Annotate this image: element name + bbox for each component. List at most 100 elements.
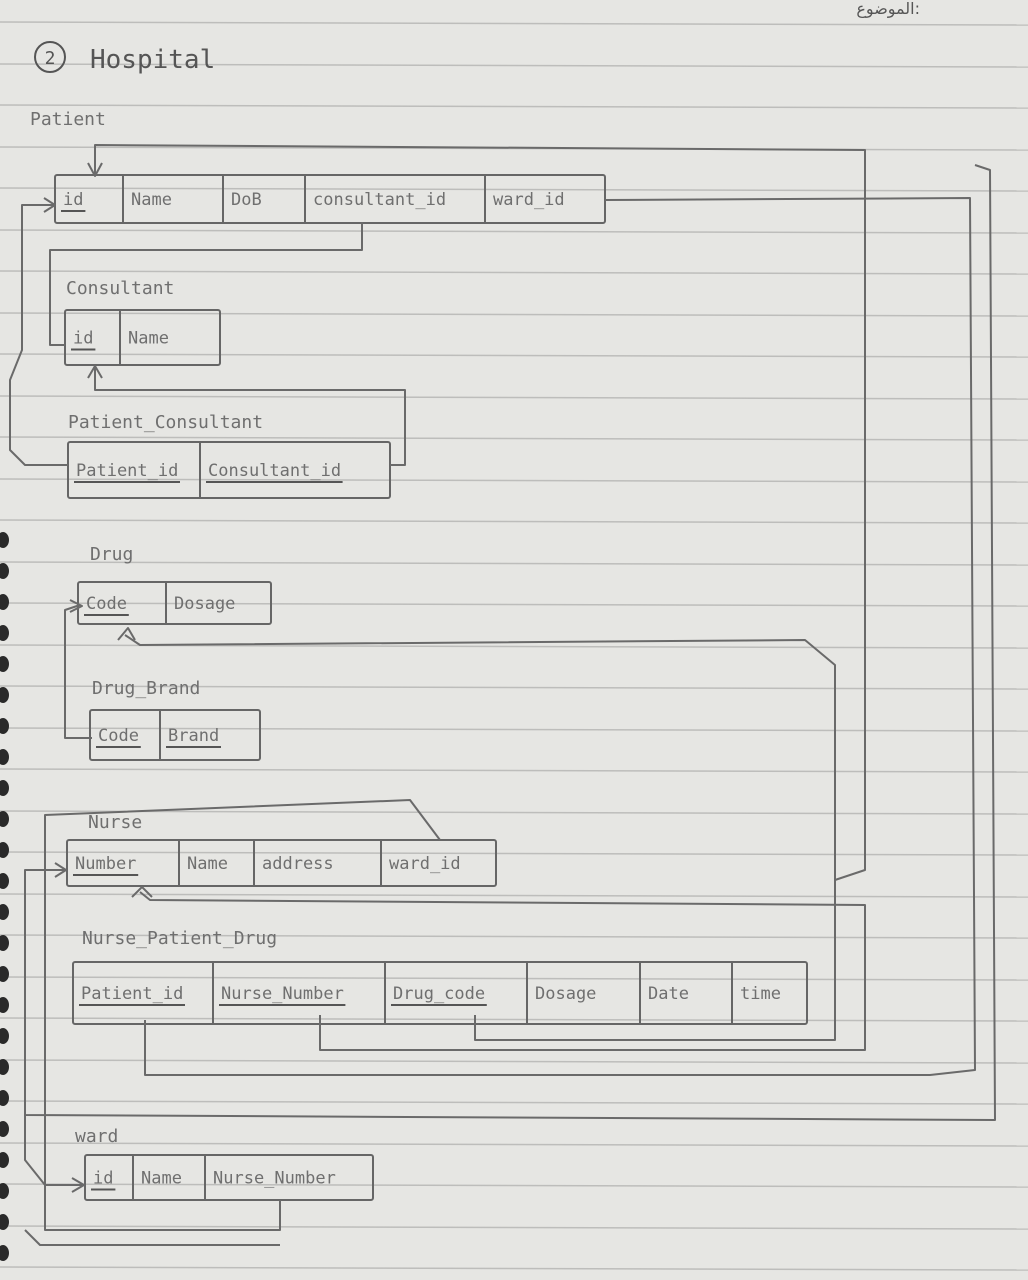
ruled-line [0,934,1028,939]
fk-line-ward-loop [24,1229,280,1246]
arrowhead-nurse-number-left [54,862,67,878]
column-consultant-id: Consultant_id [208,461,341,481]
spiral-hole [0,904,9,920]
spiral-hole [0,935,9,951]
table-title: Consultant [66,278,174,299]
spiral-hole [0,780,9,796]
ruled-line [0,893,1028,898]
table-box [72,961,808,1025]
spiral-hole [0,1121,9,1137]
column-nurse-number: Nurse_Number [221,984,344,1004]
ruled-line [0,63,1028,68]
ruled-line [0,727,1028,732]
arrowhead-patient-id-top [87,162,103,177]
ruled-line [0,768,1028,773]
ruled-line [0,21,1028,26]
column-code: Code [98,726,139,746]
fk-line-nurse-ward [44,799,441,1231]
ruled-line [0,1017,1028,1022]
table-box [67,441,391,499]
column-consultant-id: consultant_id [313,190,446,210]
fk-line-patientconsultant-patient [9,204,68,466]
fk-line-ward-right [24,164,996,1121]
arrowhead-drug-code-bottom [117,627,136,641]
ruled-line [0,1266,1028,1271]
ruled-lines [0,21,1028,1271]
spiral-hole [0,1183,9,1199]
ruled-line [0,1100,1028,1105]
ruled-line [0,312,1028,317]
arrowhead-drug-code-left [69,599,83,613]
spiral-hole [0,718,9,734]
ruled-line [0,810,1028,815]
spiral-hole [0,532,9,548]
spiral-hole [0,1214,9,1230]
ruled-line [0,1059,1028,1064]
column-time: time [740,984,781,1004]
spiral-hole [0,625,9,641]
arrowhead-ward-id [71,1177,85,1193]
column-dosage: Dosage [174,594,235,614]
column-number: Number [75,854,136,874]
arrowhead-patient-id-left [43,197,56,213]
column-name: Name [131,190,172,210]
ruled-line [0,976,1028,981]
fk-line-ward-nurse [24,869,82,1186]
spiral-binding [0,532,9,1261]
ruled-line [0,685,1028,690]
column-patient-id: Patient_id [76,461,178,481]
table-box [84,1154,374,1201]
table-title: Drug [90,544,133,565]
column-code: Code [86,594,127,614]
ruled-line [0,1225,1028,1230]
ruled-line [0,187,1028,192]
spiral-hole [0,1028,9,1044]
heading-title: Hospital [90,45,215,75]
ruled-line [0,229,1028,234]
column-date: Date [648,984,689,1004]
ruled-line [0,602,1028,607]
spiral-hole [0,997,9,1013]
table-box [64,309,221,366]
table-title: Drug_Brand [92,678,200,699]
column-id: id [63,190,83,210]
heading-number: 2 [45,48,56,69]
column-drug-code: Drug_code [393,984,485,1004]
spiral-hole [0,873,9,889]
spiral-hole [0,594,9,610]
column-patient-id: Patient_id [81,984,183,1004]
table-title: Nurse [88,812,142,833]
ruled-line [0,561,1028,566]
spiral-hole [0,687,9,703]
fk-line-patient-consultant [49,222,363,346]
ruled-line [0,395,1028,400]
fk-line-top-loop [94,144,866,881]
ruled-line [0,104,1028,109]
column-name: Name [141,1169,182,1189]
spiral-hole [0,842,9,858]
column-ward-id: ward_id [493,190,565,210]
arrowhead-consultant-id [87,365,103,379]
table-box [66,839,497,887]
column-brand: Brand [168,726,219,746]
spiral-hole [0,811,9,827]
spiral-hole [0,1059,9,1075]
column-nurse-number: Nurse_Number [213,1169,336,1189]
ruled-line [0,436,1028,441]
spiral-hole [0,563,9,579]
column-name: Name [187,854,228,874]
fk-line-patient-ward [144,197,976,1076]
table-title: ward [75,1126,118,1147]
table-title: Patient_Consultant [68,412,263,433]
ruled-line [0,478,1028,483]
fk-line-patientconsultant-consultant [94,368,406,466]
arrowhead-nurse-number [131,886,153,898]
